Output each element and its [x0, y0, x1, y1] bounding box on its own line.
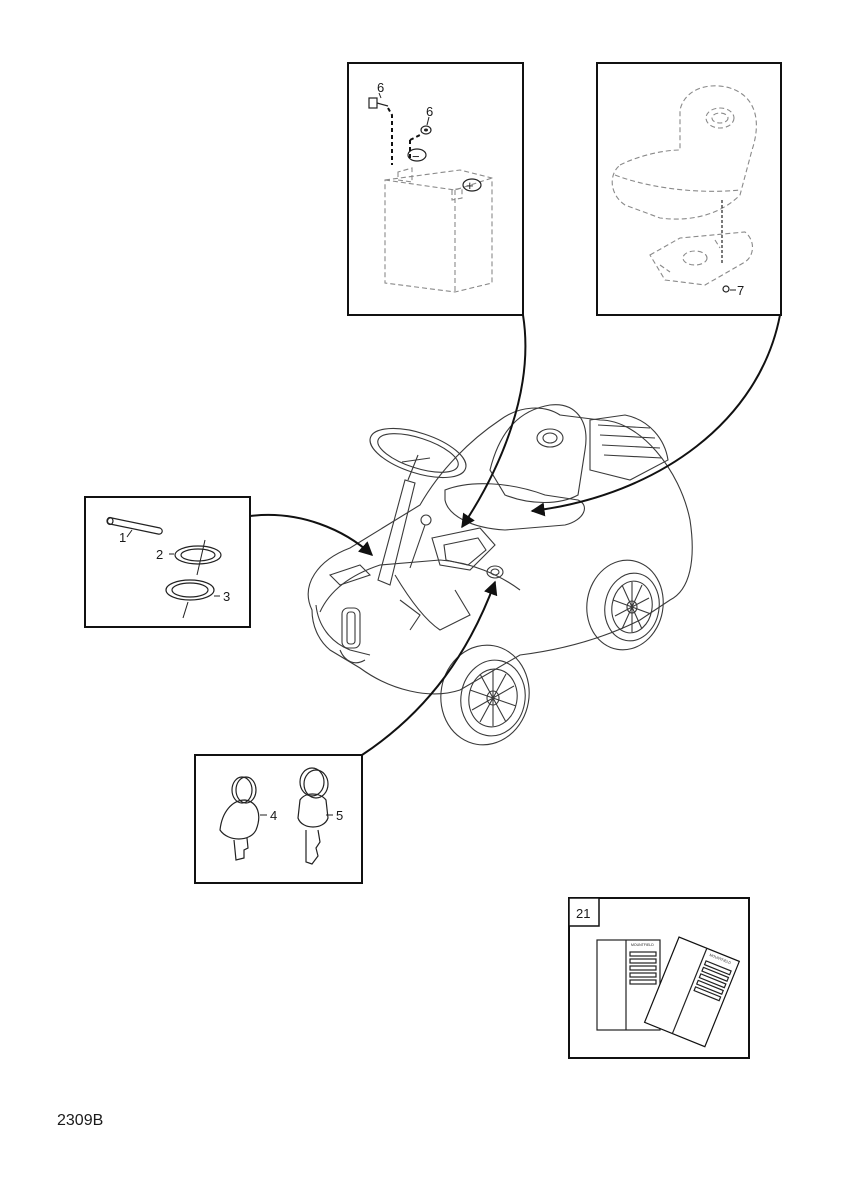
ride-on-mower — [307, 404, 693, 746]
leader-lines — [249, 314, 781, 756]
manual-inset: 21 MOUNTFIELD MOUNTFIELD — [568, 897, 750, 1059]
callout-2: 2 — [156, 547, 163, 562]
washer-part-3 — [165, 579, 215, 601]
positive-symbol: + — [466, 178, 474, 193]
leader-seat — [530, 314, 781, 517]
washer-part-2 — [174, 545, 222, 565]
callout-3: 3 — [223, 589, 230, 604]
key-part-4 — [219, 776, 260, 861]
pin-part-1 — [106, 516, 163, 535]
negative-terminal — [407, 148, 427, 162]
drawing-code: 2309B — [57, 1112, 104, 1129]
bolt-part-6 — [368, 97, 389, 109]
manual-brand-1: MOUNTFIELD — [631, 943, 654, 947]
callout-6-bolt: 6 — [377, 80, 384, 95]
callout-1: 1 — [119, 530, 126, 545]
negative-symbol: − — [412, 149, 420, 164]
callout-5: 5 — [336, 808, 343, 823]
seat-inset: 7 — [596, 62, 782, 316]
callout-21: 21 — [576, 906, 590, 921]
callout-7: 7 — [737, 283, 744, 298]
callout-4: 4 — [270, 808, 277, 823]
callout-6-nut: 6 — [426, 104, 433, 119]
leader-battery — [461, 314, 527, 529]
pin-washer-inset: 1 2 3 — [84, 496, 251, 628]
seat-screw-part-7 — [722, 285, 730, 293]
positive-terminal — [462, 178, 482, 192]
leader-column — [249, 514, 374, 556]
keys-inset: 4 5 — [194, 754, 363, 884]
battery-inset: − + 6 6 — [347, 62, 524, 316]
manual-booklet-back: MOUNTFIELD — [643, 936, 741, 1048]
nut-part-6 — [420, 125, 432, 135]
leader-ignition — [361, 580, 498, 756]
key-part-5 — [297, 767, 329, 865]
